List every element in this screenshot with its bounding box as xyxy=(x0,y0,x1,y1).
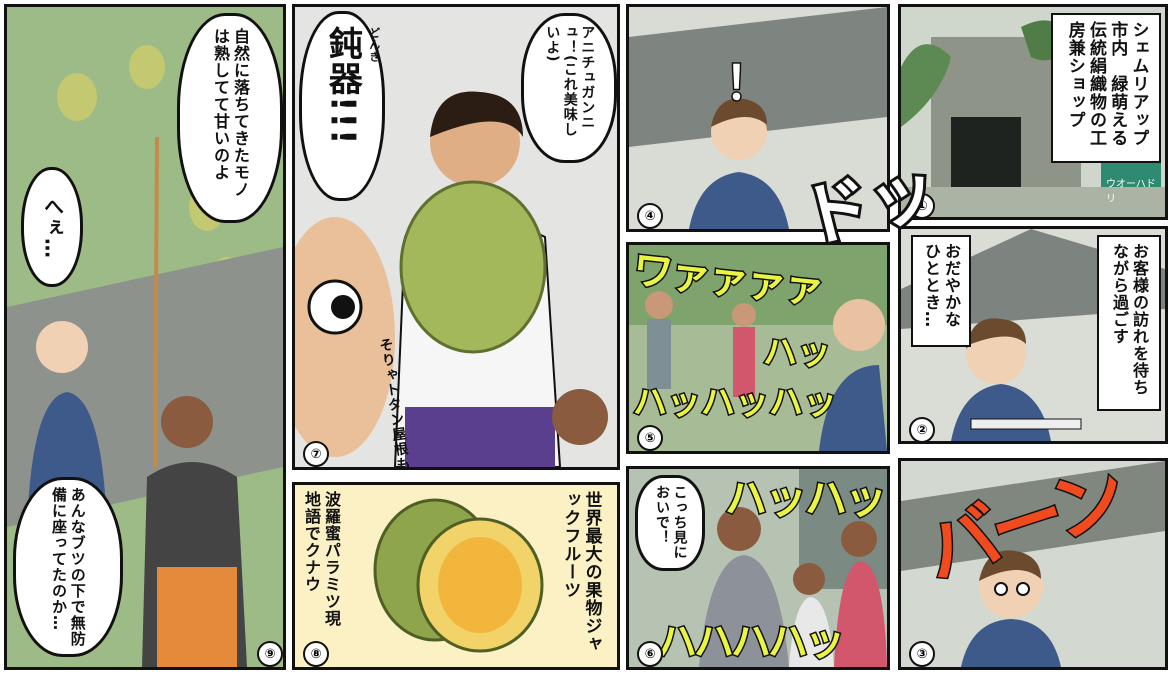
panel-6-speech-text: こっち見においで！ xyxy=(654,485,688,560)
panel-8-caption-2: 波羅蜜パラミツ現地語でクナウ xyxy=(302,491,341,627)
panel-2-caption-1-text: お客様の訪れを待ちながら過ごす xyxy=(1110,243,1149,396)
panel-1: シェムリアップ市内 緑萌える伝統絹織物の工房兼ショップ ウオーハドリ ① xyxy=(898,4,1168,220)
man-holding-jackfruit-illustration xyxy=(295,7,617,467)
panel-6: こっち見においで！ ハッハッ ハハハハッ ⑥ xyxy=(626,466,890,670)
panel-7-shout-text: 鈍器!!! xyxy=(322,26,363,146)
startled-woman-illustration xyxy=(629,7,887,229)
panel-1-caption-text: シェムリアップ市内 緑萌える伝統絹織物の工房兼ショップ xyxy=(1064,21,1149,147)
panel-number-7: ⑦ xyxy=(303,441,329,467)
sfx-hah-2: ハッハッハッ xyxy=(632,382,839,425)
panel-number-2: ② xyxy=(909,417,935,441)
panel-number-3: ③ xyxy=(909,641,935,667)
panel-7-speech-bubble: アニチュガンニュ！(これ美味しいよ) xyxy=(521,13,617,163)
panel-9-speech-bubble-2: へぇ… xyxy=(21,167,83,287)
panel-5: ワァァァァ ハッ ハッハッハッ ⑤ xyxy=(626,242,890,454)
panel-4: ！ ④ xyxy=(626,4,890,232)
panel-number-9: ⑨ xyxy=(257,641,283,667)
panel-7: アニチュガンニュ！(これ美味しいよ) 鈍器!!! どんき そりゃトタン屋根も凹む… xyxy=(292,4,620,470)
panel-number-8: ⑧ xyxy=(303,641,329,667)
jackfruit-illustration xyxy=(295,485,617,667)
sfx-haha-top: ハッハッ xyxy=(723,473,887,525)
panel-9-speech-text-2: へぇ… xyxy=(40,195,65,259)
panel-9-speech-text-1: 自然に落ちてきたモノは熟してて甘いのよ xyxy=(211,28,250,198)
panel-7-ruby: どんき xyxy=(367,27,381,63)
sfx-haha-bottom: ハハハハッ xyxy=(656,618,847,667)
panel-2-caption-1: お客様の訪れを待ちながら過ごす xyxy=(1097,235,1161,411)
panel-6-speech-bubble: こっち見においで！ xyxy=(635,475,705,571)
panel-1-caption: シェムリアップ市内 緑萌える伝統絹織物の工房兼ショップ xyxy=(1051,13,1161,163)
panel-9-thought-text: あんなブツの下で無防備に座ってたのか… xyxy=(50,487,87,647)
surprised-woman-illustration xyxy=(901,461,1165,667)
panel-number-4: ④ xyxy=(637,203,663,229)
panel-8: 世界最大の果物ジャックフルーツ 波羅蜜パラミツ現地語でクナウ ⑧ xyxy=(292,482,620,670)
panel-number-6: ⑥ xyxy=(637,641,663,667)
panel-number-5: ⑤ xyxy=(637,425,663,451)
panel-number-1: ① xyxy=(909,193,935,217)
laughing-people-illustration xyxy=(629,245,887,451)
panel-2: お客様の訪れを待ちながら過ごす おだやかなひととき… ② xyxy=(898,226,1168,444)
shop-sign: ウオーハドリ xyxy=(1106,179,1156,205)
sfx-exclaim: ！ xyxy=(724,55,773,112)
sfx-hah-1: ハッ xyxy=(762,332,833,375)
panel-9-speech-bubble-1: 自然に落ちてきたモノは熟してて甘いのよ xyxy=(177,13,283,223)
panel-2-caption-2: おだやかなひととき… xyxy=(911,235,971,347)
panel-7-speech-text: アニチュガンニュ！(これ美味しいよ) xyxy=(544,25,596,138)
panel-7-shout-bubble: 鈍器!!! xyxy=(299,11,385,201)
panel-3: バーン ③ xyxy=(898,458,1168,670)
panel-9: 自然に落ちてきたモノは熟してて甘いのよ へぇ… あんなブツの下で無防備に座ってた… xyxy=(4,4,286,670)
panel-2-caption-2-text: おだやかなひととき… xyxy=(922,243,961,328)
panel-9-thought-bubble: あんなブツの下で無防備に座ってたのか… xyxy=(13,477,123,657)
panel-8-caption-1: 世界最大の果物ジャックフルーツ xyxy=(560,491,602,653)
